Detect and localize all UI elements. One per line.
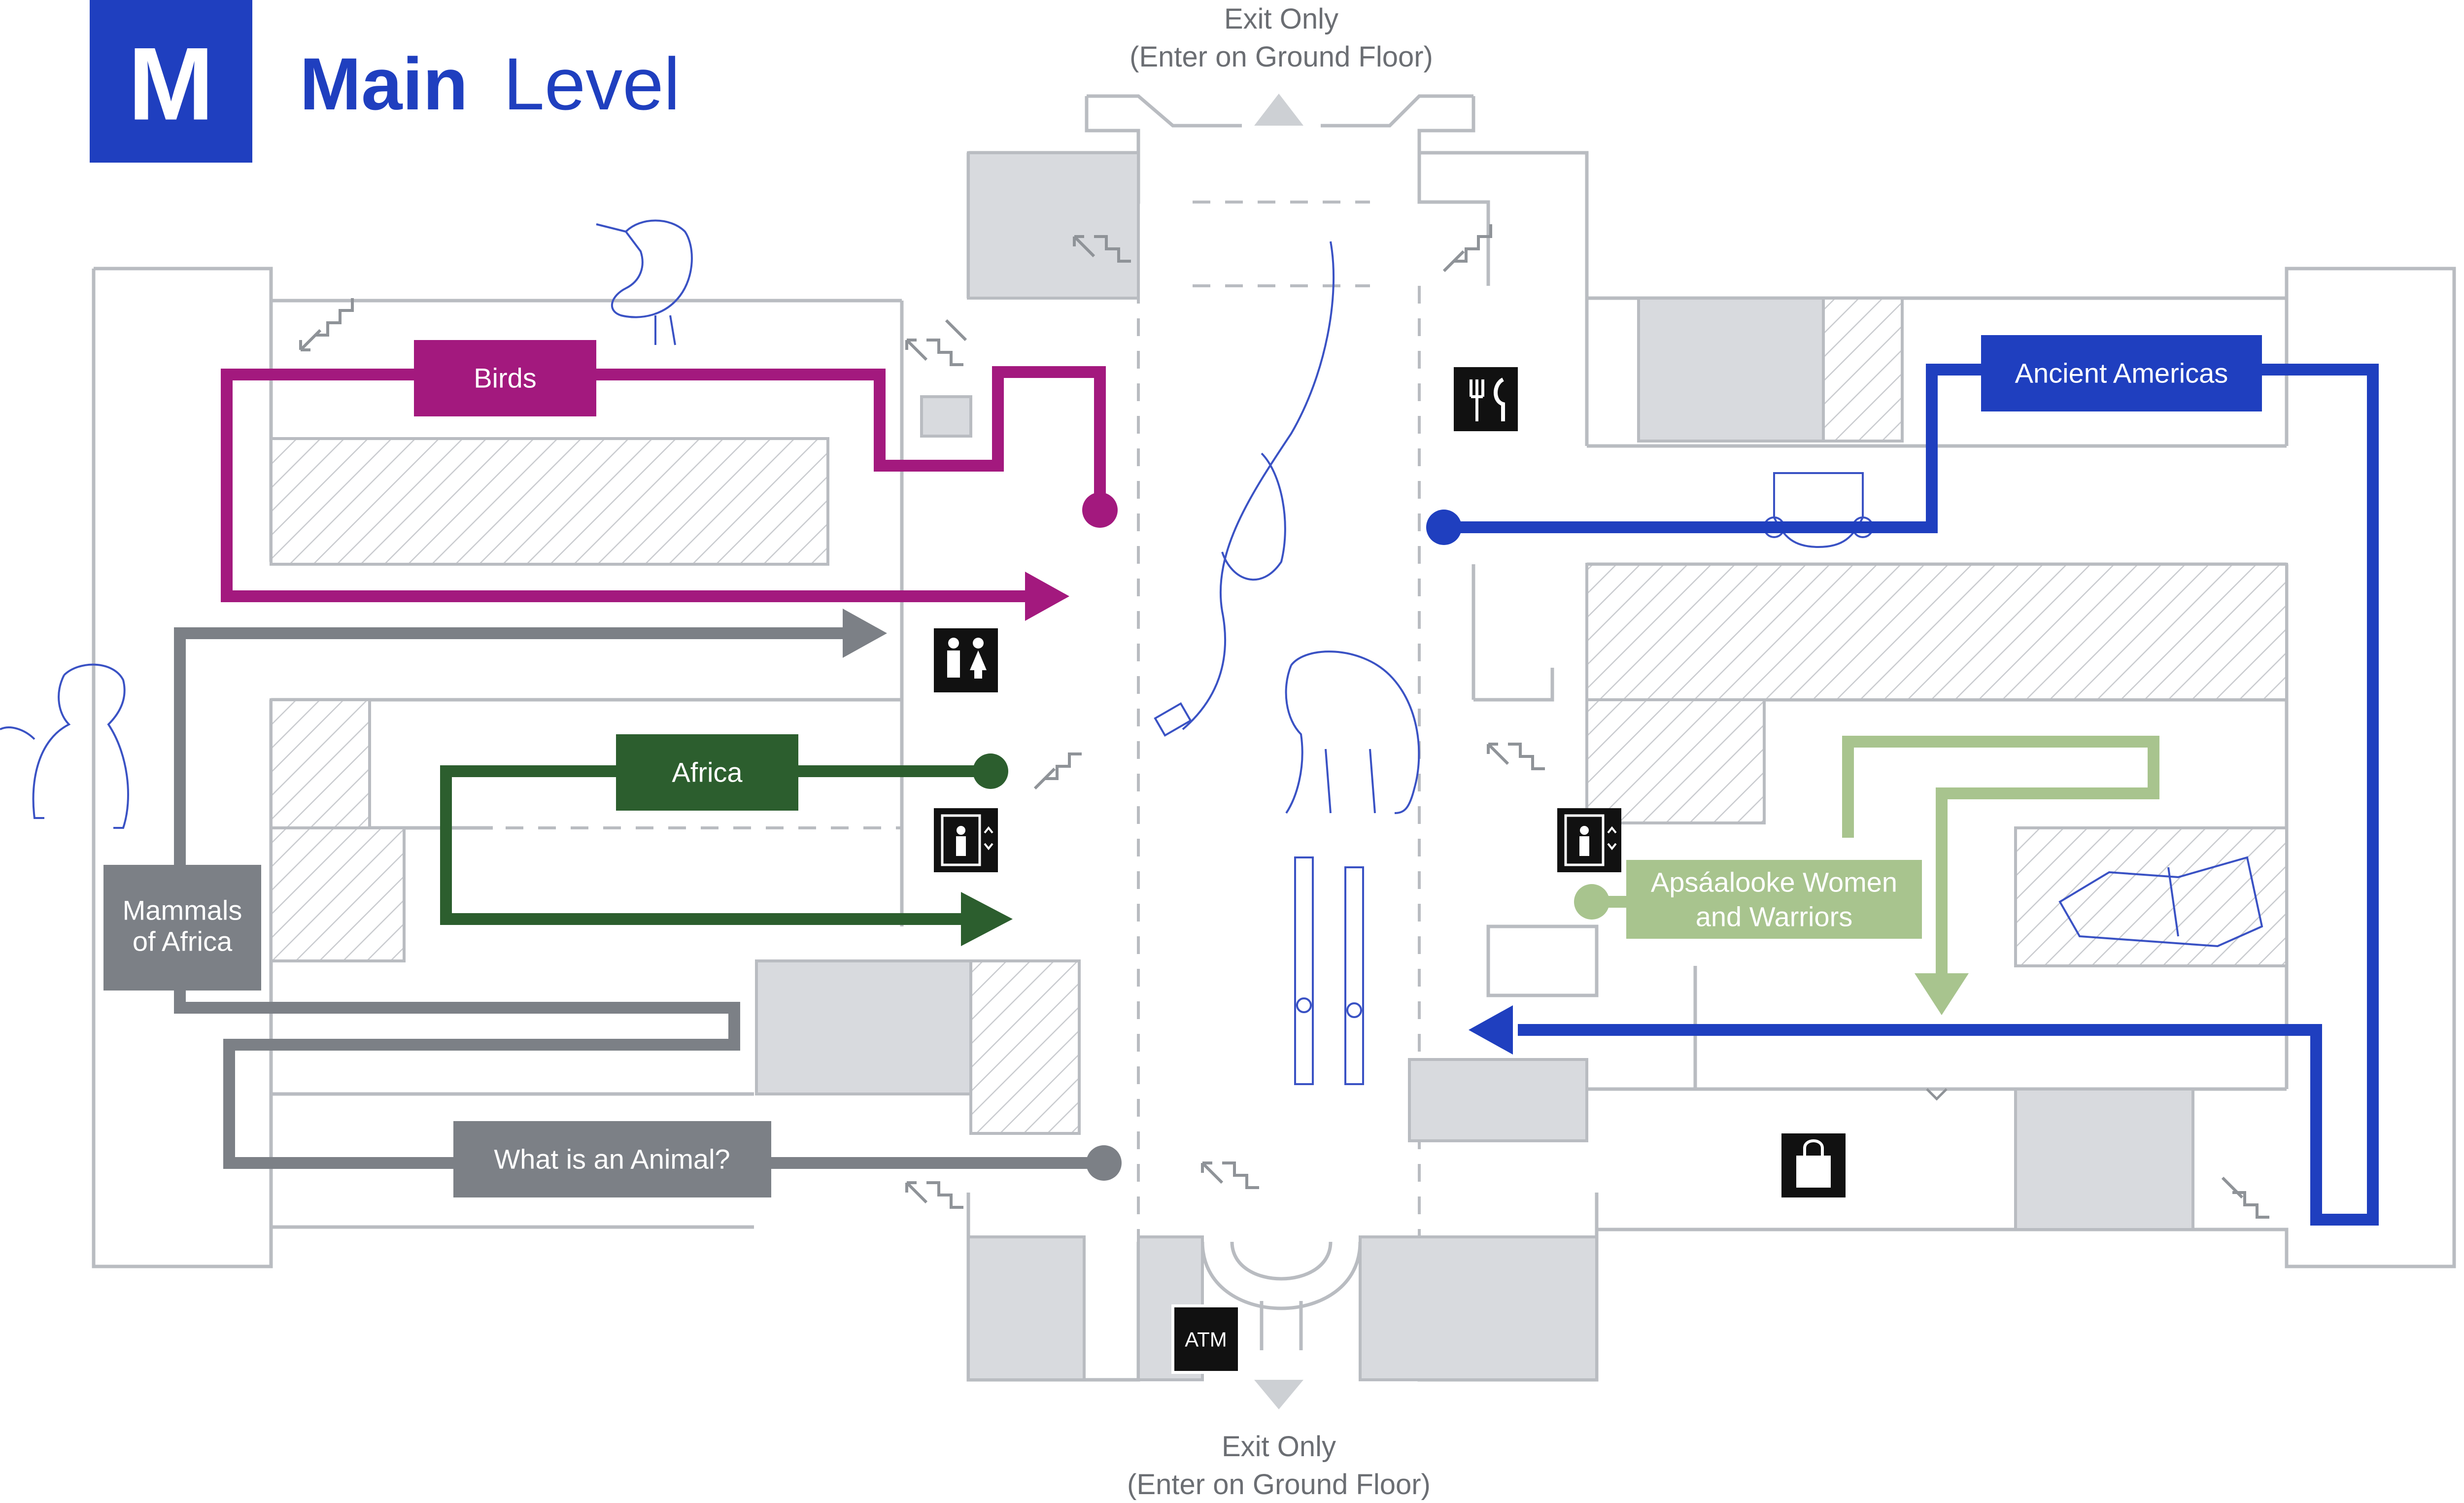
birds-label: Birds [474, 363, 537, 394]
what-is-an-animal-tag[interactable] [453, 1121, 771, 1197]
birds-tag[interactable] [414, 340, 596, 416]
restaurant-icon[interactable] [1454, 367, 1518, 431]
top-exit-line1: Exit Only [1224, 3, 1338, 35]
title-light: Level [503, 42, 680, 125]
totem-poles-icon [1294, 856, 1364, 1085]
elevator-icon[interactable] [1557, 808, 1621, 872]
ancient-americas-route: Ancient Americas [1426, 335, 2379, 1226]
stairs-icon [1487, 743, 1545, 770]
chevron-down-icon [1926, 1088, 1948, 1101]
mammals-of-africa-line1: Mammals [123, 895, 242, 926]
rooms [270, 151, 2288, 1381]
stairs-icon [1033, 752, 1082, 790]
mammals-of-africa-route: Mammals of Africa [103, 609, 1122, 1181]
stairs-icons [299, 224, 2269, 1219]
what-is-an-animal-route: What is an Animal? [453, 1121, 771, 1197]
apsaalooke-tag[interactable] [1626, 860, 1922, 939]
lion-illustration-icon [0, 663, 129, 829]
atm-icon[interactable]: ATM [1171, 1304, 1241, 1374]
lodge-illustration-icon [2058, 856, 2263, 948]
stairs-icon [2221, 1176, 2269, 1219]
page-title: Main Level [300, 42, 680, 125]
bird-illustration-icon [596, 219, 693, 345]
birds-route: Birds [221, 340, 1118, 621]
level-letter: M [128, 26, 214, 142]
stairs-icon [905, 319, 967, 366]
what-is-an-animal-label: What is an Animal? [494, 1144, 730, 1175]
bottom-exit-arrow-icon [1254, 1380, 1303, 1409]
stairs-icon [1073, 235, 1131, 263]
stairs-icon [905, 1181, 963, 1209]
top-exit-arrow-icon [1254, 94, 1303, 126]
africa-tag[interactable] [616, 734, 798, 811]
mammals-of-africa-line2: of Africa [133, 926, 233, 957]
bottom-exit-line2: (Enter on Ground Floor) [1127, 1469, 1431, 1501]
stairs-icon [299, 298, 354, 351]
restroom-icon[interactable] [934, 628, 998, 692]
mask-illustration-icon [1763, 472, 1874, 548]
bottom-exit-line1: Exit Only [1222, 1431, 1336, 1463]
africa-label: Africa [672, 757, 743, 788]
elephant-illustration-icon [1285, 650, 1420, 814]
ancient-americas-label: Ancient Americas [2015, 358, 2228, 389]
top-exit-line2: (Enter on Ground Floor) [1129, 41, 1433, 73]
apsaalooke-line1: Apsáalooke Women [1651, 867, 1897, 898]
stairs-icon [1201, 1161, 1259, 1189]
title-bold: Main [300, 42, 468, 125]
africa-route: Africa [440, 734, 1013, 946]
dinosaur-skeleton-icon [1154, 241, 1335, 737]
apsaalooke-line2: and Warriors [1696, 901, 1852, 932]
stairs-icon [1442, 224, 1492, 273]
mammals-of-africa-tag[interactable] [103, 865, 261, 991]
atm-label: ATM [1185, 1328, 1227, 1351]
ancient-americas-tag[interactable] [1981, 335, 2262, 411]
level-badge: M [90, 0, 252, 163]
apsaalooke-route: Apsáalooke Women and Warriors [1574, 736, 2159, 1015]
shop-icon[interactable] [1781, 1133, 1846, 1197]
elevator-icon[interactable] [934, 808, 998, 872]
